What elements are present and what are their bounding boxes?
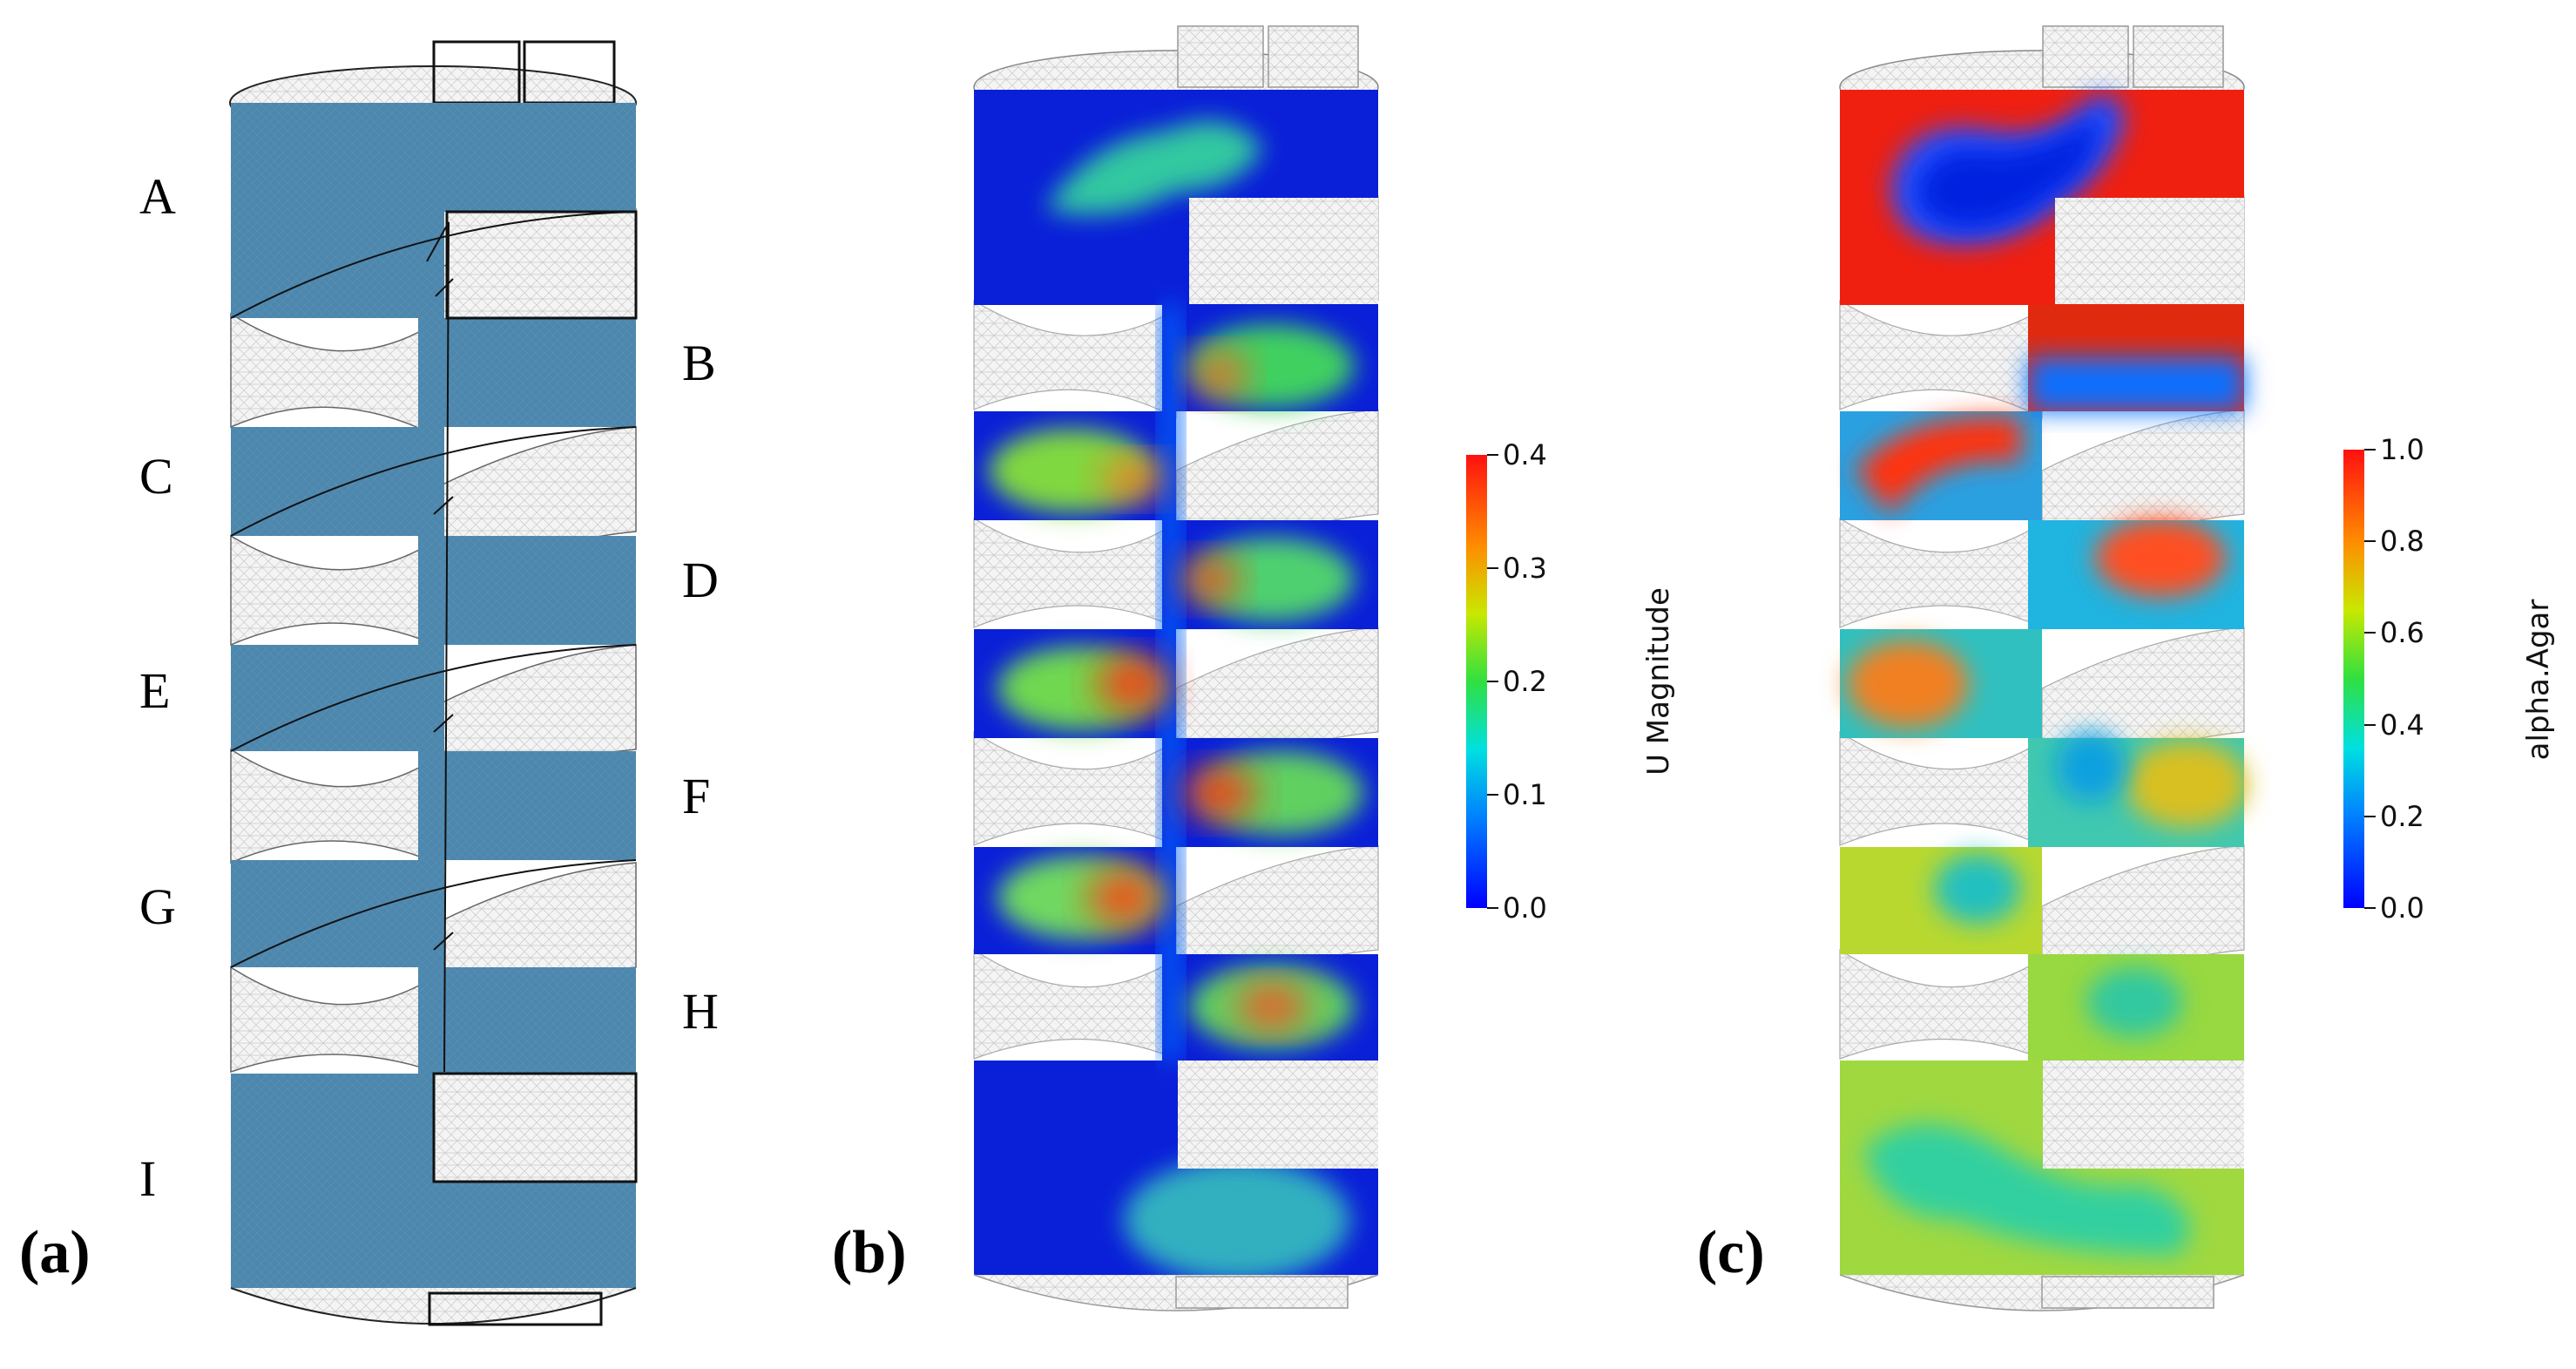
- phase-contours: [1847, 94, 2248, 1255]
- colorbar-tick-label: 0.4: [1503, 438, 1547, 471]
- colorbar-gradient: [1466, 455, 1487, 908]
- zone-label-b: B: [682, 335, 716, 391]
- panel-c-phase-fraction: (c): [1697, 25, 2248, 1311]
- outlet-box: [428, 1291, 603, 1326]
- panel-tag-c: (c): [1697, 1219, 1765, 1286]
- mesh-cross-section: [231, 103, 636, 1288]
- inlet-box-2: [2133, 25, 2224, 88]
- colorbar-tick-label: 0.2: [1503, 665, 1547, 698]
- zone-label-e: E: [139, 662, 170, 719]
- colorbar-tick-label: 0.0: [1503, 891, 1547, 925]
- cutout-bottom: [1178, 1061, 1378, 1169]
- zone-label-h: H: [682, 983, 719, 1040]
- colorbar-tick-label: 1.0: [2380, 433, 2424, 466]
- cutout-bottom: [2043, 1061, 2244, 1169]
- inlet-box-1: [1177, 25, 1264, 88]
- colorbar-tick-label: 0.6: [2380, 616, 2424, 649]
- zone-label-f: F: [682, 768, 710, 824]
- panel-tag-a: (a): [19, 1219, 91, 1286]
- cutout-top: [2055, 198, 2244, 304]
- colorbar-tick-label: 0.1: [1503, 778, 1547, 811]
- colorbar-tick-label: 0.4: [2380, 708, 2424, 742]
- zone-label-i: I: [139, 1150, 156, 1207]
- zone-label-d: D: [682, 552, 719, 608]
- colorbar-title: alpha.Agar: [2521, 600, 2556, 761]
- zone-label-a: A: [139, 168, 176, 225]
- colorbar-tick-label: 0.3: [1503, 552, 1547, 585]
- velocity-contours: [989, 120, 1363, 1281]
- colorbar-tick-label: 0.2: [2380, 800, 2424, 833]
- panel-b-velocity-field: (b): [832, 25, 1379, 1311]
- zone-label-g: G: [139, 878, 176, 935]
- outlet-box: [1175, 1276, 1349, 1309]
- panel-tag-b: (b): [832, 1219, 907, 1286]
- colorbar-title: U Magnitude: [1641, 587, 1676, 776]
- outlet-box: [2041, 1276, 2214, 1309]
- cutout-top: [445, 210, 638, 320]
- zone-label-c: C: [139, 448, 173, 505]
- colorbar-u-magnitude: 0.0 0.1 0.2 0.3 0.4 U Magnitude: [1466, 438, 1676, 925]
- colorbar-alpha-agar: 0.0 0.2 0.4 0.6 0.8 1.0 alpha.Agar: [2343, 433, 2556, 925]
- colorbar-gradient: [2343, 450, 2364, 908]
- inlet-box-1: [2042, 25, 2129, 88]
- colorbar-ticks: [2364, 449, 2376, 909]
- colorbar-tick-label: 0.8: [2380, 525, 2424, 558]
- cutout-top: [1189, 198, 1378, 304]
- inlet-box-2: [1268, 25, 1359, 88]
- helix-curves: [230, 211, 637, 1073]
- colorbar-tick-label: 0.0: [2380, 891, 2424, 925]
- cutout-bottom: [432, 1072, 638, 1183]
- panel-a-mesh-section: A B C D E F G H I (a): [19, 40, 719, 1326]
- colorbar-ticks: [1487, 454, 1498, 909]
